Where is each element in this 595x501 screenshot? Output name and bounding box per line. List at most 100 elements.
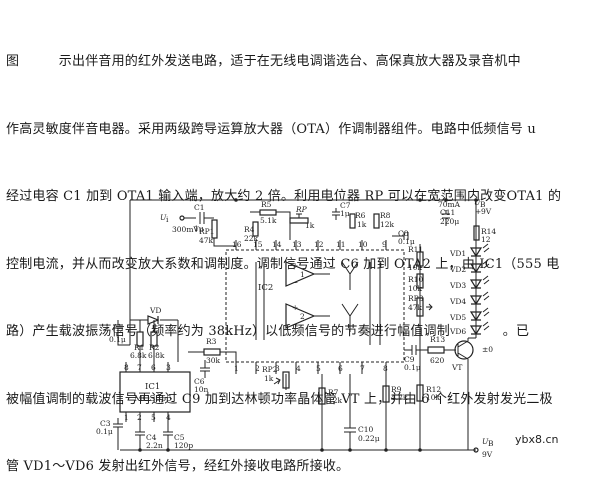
svg-text:620: 620	[430, 356, 445, 365]
rp3-label: RP3	[408, 294, 424, 303]
r12-label: R12	[426, 385, 441, 394]
vd1-led: VD1	[449, 243, 490, 258]
ic1-label: IC1	[145, 382, 160, 392]
ota2-symbol	[285, 303, 316, 329]
description-line: 被幅值调制的载波信号再通过 C9 加到达林顿功率晶体管 VT 上，并由 6 个红…	[6, 391, 553, 407]
vd4-led: VD4	[449, 291, 490, 306]
c9-label: C9	[404, 355, 415, 364]
oscillator-timing: C2 0.1μ VD R1 6.8k R2 6.8k	[109, 306, 179, 362]
svg-text:1k: 1k	[357, 220, 367, 229]
c1-label: C1	[194, 203, 205, 212]
r5-label: R5	[261, 200, 272, 209]
pin-label: 13	[292, 240, 302, 249]
svg-text:+: +	[292, 303, 298, 312]
svg-text:12k: 12k	[380, 220, 395, 229]
svg-text:1μ: 1μ	[340, 209, 350, 218]
description-line: 作高灵敏度伴音电器。采用两级跨导运算放大器（OTA）作调制器组件。电路中低频信号…	[6, 121, 536, 137]
svg-text:9V: 9V	[482, 450, 493, 459]
c5-label: C5	[174, 433, 185, 442]
pin-label: 3	[275, 364, 280, 373]
svg-text:0.1μ: 0.1μ	[109, 335, 126, 344]
svg-text:30k: 30k	[206, 356, 221, 365]
description-line: 控制电流，并从而改变放大系数和调制度。调制信号通过 C6 加到 OTA2 上，由…	[6, 256, 560, 272]
output-driver: C9 0.1μ R13 620 VT ±0	[404, 335, 493, 450]
pin-label: 14	[272, 240, 282, 249]
vd2-led: VD2	[449, 259, 490, 274]
pin-label: 2	[255, 364, 260, 373]
pin-label: 15	[253, 240, 263, 249]
bias-chain-right: R11 10k R10 10k RP3 47k	[408, 244, 433, 342]
junction-dots	[138, 198, 478, 452]
svg-text:1k: 1k	[305, 221, 315, 230]
svg-text:1: 1	[300, 270, 305, 279]
svg-text:0.1μ: 0.1μ	[398, 237, 415, 246]
c4-label: C4	[146, 433, 157, 442]
svg-text:−: −	[292, 320, 298, 329]
c3-label: C3	[100, 419, 111, 428]
input-level-label: 300mV	[172, 225, 199, 234]
vt-label: VT	[451, 363, 462, 372]
c6-label: C6	[194, 377, 205, 386]
vd6-led: VD6	[449, 321, 490, 336]
c2-label: C2	[113, 326, 124, 335]
r3-label: R3	[206, 337, 217, 346]
input-terminal	[179, 215, 185, 221]
svg-text:B: B	[488, 439, 494, 448]
svg-text:120p: 120p	[174, 441, 193, 450]
ground-sign-label: ±0	[482, 345, 493, 354]
rp1-label: RP1	[199, 227, 214, 236]
svg-text:0.1μ: 0.1μ	[404, 363, 421, 372]
svg-text:i: i	[166, 215, 169, 224]
supply-voltage-label: U	[474, 198, 481, 207]
r6-label: R6	[355, 211, 366, 220]
led-chain: R14 12 VD1 VD2 VD3 VD4 VD5	[449, 225, 496, 338]
ic1-bypass: C3 0.1μ C4 2.2n C5 120p	[96, 418, 193, 450]
ground-terminal: U B 9V	[473, 437, 494, 459]
ic1-block: IC1 MOS555 8 7 6 3 1 2 5 4	[119, 362, 191, 422]
svg-text:0.22μ: 0.22μ	[358, 434, 380, 443]
svg-text:22k: 22k	[244, 234, 259, 243]
svg-text:+: +	[475, 207, 481, 216]
pin-label: 10	[358, 240, 368, 249]
ic1-part-label: MOS555	[134, 394, 172, 404]
vd3-label: VD3	[449, 281, 466, 290]
c11-label: C11	[440, 208, 455, 217]
svg-text:10n: 10n	[194, 385, 209, 394]
r10-label: R10	[408, 275, 423, 284]
r8-label: R8	[380, 211, 391, 220]
svg-text:5.1k: 5.1k	[260, 216, 277, 225]
description-text: 图 示出伴音用的红外发送电路，适于在无线电调谐选台、高保真放大器及录音机中 作高…	[6, 6, 592, 501]
rp-label: RP	[295, 205, 308, 214]
vd4-label: VD4	[449, 297, 466, 306]
svg-text:6.8k: 6.8k	[130, 351, 147, 360]
vd5-label: VD5	[449, 313, 466, 322]
svg-text:−: −	[292, 278, 298, 287]
svg-text:9V: 9V	[481, 207, 492, 216]
c7-label: C7	[340, 201, 351, 210]
description-line: 图 示出伴音用的红外发送电路，适于在无线电调谐选台、高保真放大器及录音机中	[6, 54, 521, 69]
watermark-text: ybx8.cn	[515, 433, 559, 446]
power-supply-network: 70mA C11 220μ U B + 9V	[438, 198, 492, 226]
modulation-coupling: R3 30k C6 10n	[188, 337, 237, 394]
r14-label: R14	[481, 227, 496, 236]
c8-label: C8	[398, 229, 409, 238]
svg-text:47k: 47k	[199, 236, 214, 245]
svg-text:220μ: 220μ	[440, 217, 459, 226]
vt-transistor: VT	[451, 338, 474, 372]
ic2-package: IC2 + − 1 + − 2	[225, 249, 405, 363]
pin-label: 9	[382, 240, 387, 249]
vd6-label: VD6	[449, 327, 466, 336]
pin-label: 12	[314, 240, 324, 249]
svg-text:10k: 10k	[426, 393, 441, 402]
svg-text:6.8k: 6.8k	[148, 351, 165, 360]
vd2-label: VD2	[449, 265, 466, 274]
ic2-pins: 16 15 14 13 12 11 10 9 1 2 3 4 5 6 7 8	[232, 240, 388, 374]
svg-text:12: 12	[481, 235, 491, 244]
rp2-label: RP2	[262, 365, 278, 374]
vd3-led: VD3	[449, 275, 490, 290]
svg-text:0.1μ: 0.1μ	[96, 427, 113, 436]
c10-label: C10	[358, 425, 374, 434]
current-label: 70mA	[438, 200, 461, 209]
input-stage: U i 300mV C1 1μ RP1 47k	[160, 203, 237, 250]
circuit-schematic: IC2 + − 1 + − 2 16 15 14 13 12 11 10 9 1…	[96, 198, 559, 459]
